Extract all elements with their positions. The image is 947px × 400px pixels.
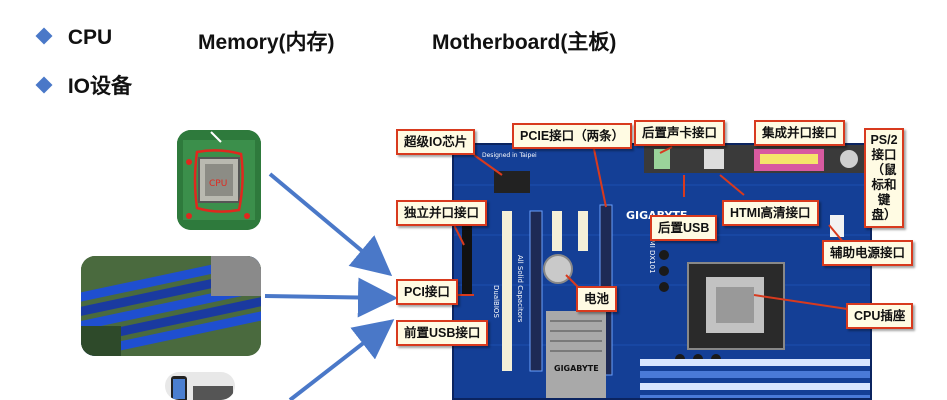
arrow-memory [264,277,398,318]
callout-rear-audio: 后置声卡接口 [634,120,726,146]
callout-pcie-slots: PCIE接口（两条） [512,123,633,149]
board-model-text: HDMI DX101 [648,229,656,274]
board-designed-text: Designed in Taipei [482,152,537,159]
io-device-photo [165,372,235,400]
callout-cpu-socket: CPU插座 [846,303,914,329]
label-io-devices: IO设备 [67,75,133,98]
callout-pci: PCI接口 [396,279,458,305]
callout-independent-parallel: 独立并口接口 [396,200,488,226]
memory-image [81,256,261,356]
chipset-brand-text: GIGABYTE [554,364,599,373]
bullet-row-io: IO设备 [35,70,133,100]
motherboard-drawing: GIGABYTE GIGABYTE Designed in Taipei HDM… [454,145,870,398]
cpu-image: CPU [177,130,261,230]
callout-ps2: PS/2接口（鼠标和键盘） [864,128,904,228]
super-io-chip [494,171,530,193]
arrow-io [288,319,395,400]
board-dualbios-text: DualBIOS [492,285,500,318]
io-device-image [171,376,233,400]
battery-cell [543,254,573,284]
arrow-cpu [268,172,393,277]
cpu-photo: CPU [177,130,261,230]
callout-aux-power: 辅助电源接口 [822,240,914,266]
board-caps-text: All Solid Capacitors [516,255,524,323]
label-memory: Memory(内存) [198,31,335,54]
svg-text:CPU: CPU [209,179,227,189]
bullet-row-components: CPU Memory(内存) Motherboard(主板) [35,26,616,54]
callout-super-io-chip: 超级IO芯片 [396,129,476,155]
label-cpu: CPU [67,26,113,49]
label-motherboard: Motherboard(主板) [432,31,617,54]
callout-hdmi: HTMI高清接口 [722,200,819,226]
callout-integrated-parallel: 集成并口接口 [754,120,846,146]
memory-photo [81,256,261,356]
callout-battery: 电池 [576,286,618,312]
callout-front-usb: 前置USB接口 [396,320,489,346]
motherboard-image: GIGABYTE GIGABYTE Designed in Taipei HDM… [452,143,872,400]
callout-rear-usb: 后置USB [650,215,718,241]
